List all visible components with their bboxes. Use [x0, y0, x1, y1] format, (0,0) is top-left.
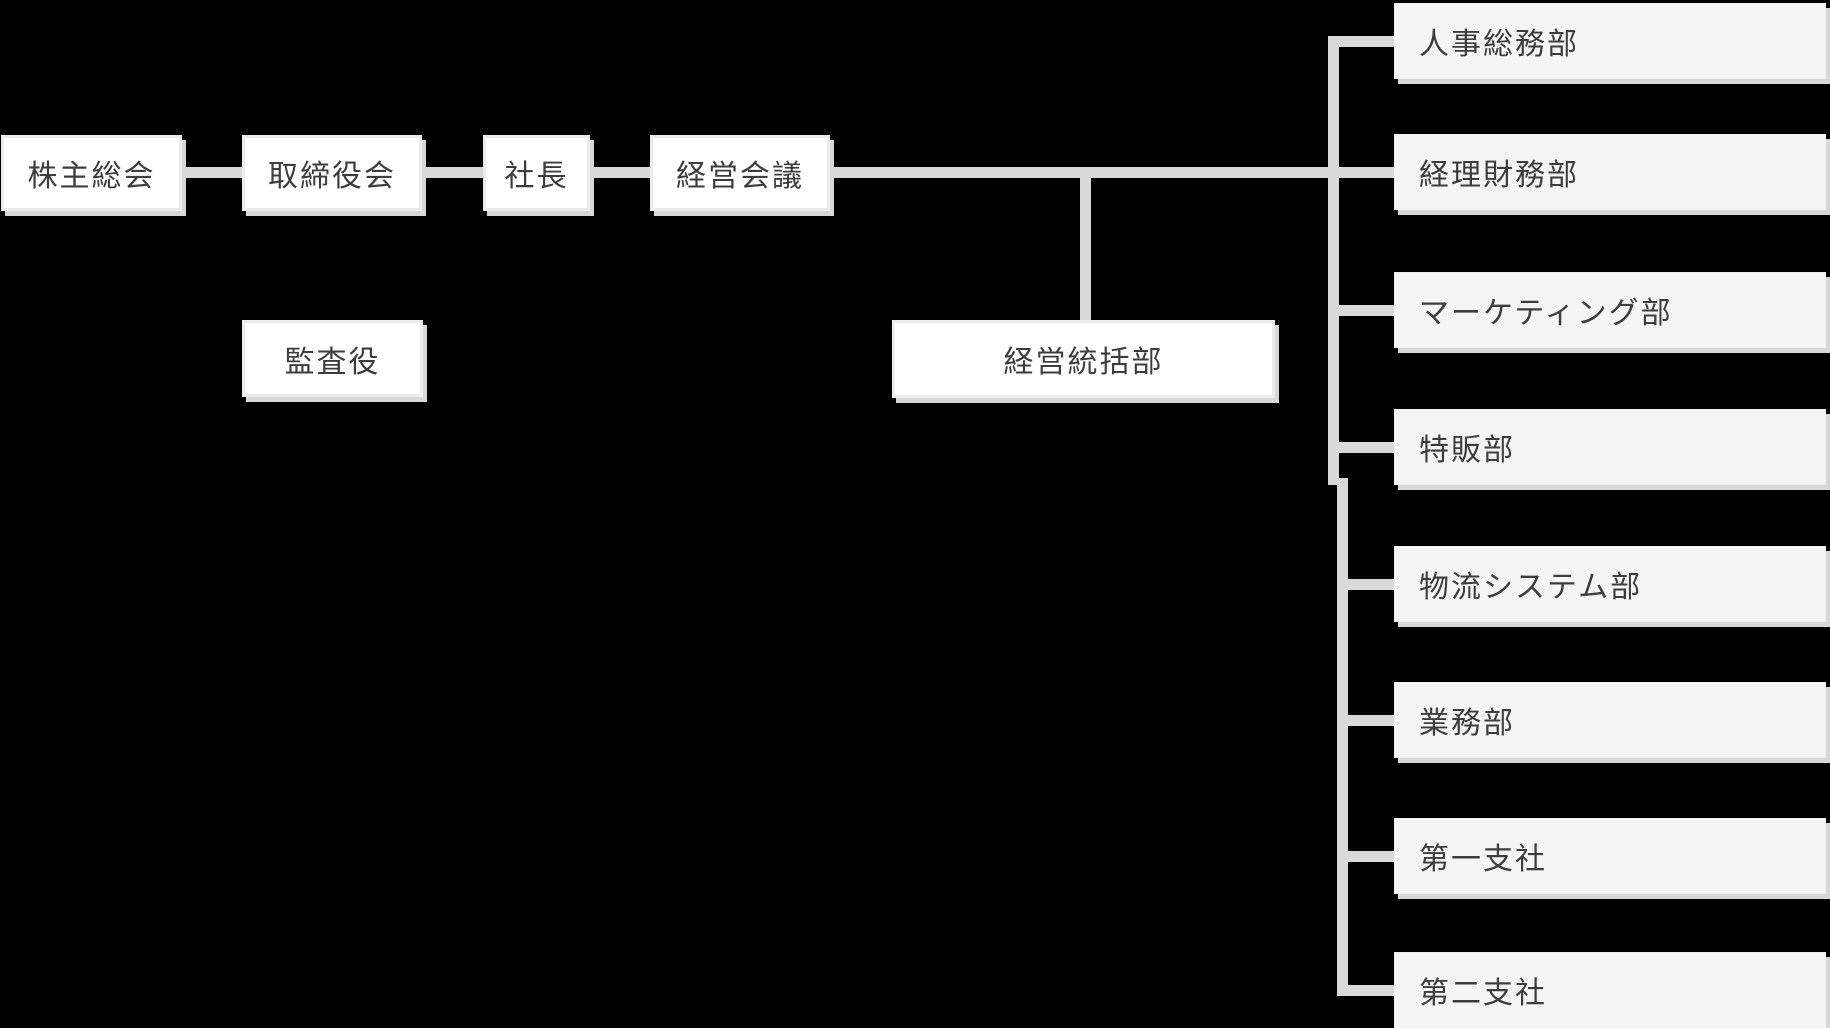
connector-stub-tokuhan: [1334, 442, 1394, 453]
connector-stub-marketing: [1334, 305, 1394, 316]
node-dept-special-sales: 特販部: [1394, 409, 1826, 485]
connector-stub-daini: [1343, 985, 1394, 996]
node-dept-marketing: マーケティング部: [1394, 272, 1826, 348]
node-dept-second-branch: 第二支社: [1394, 952, 1826, 1028]
connector-stub-jinji: [1328, 36, 1394, 47]
node-president: 社長: [483, 135, 590, 211]
connector-trunk-lower: [1337, 478, 1348, 996]
node-management-control-dept: 経営統括部: [892, 320, 1275, 398]
node-shareholders-meeting: 株主総会: [1, 135, 182, 211]
node-auditor: 監査役: [242, 320, 423, 397]
node-dept-accounting-finance: 経理財務部: [1394, 134, 1826, 210]
node-dept-operations: 業務部: [1394, 682, 1826, 758]
connector-stub-butsuryu: [1343, 579, 1394, 590]
connector-stub-gyomu: [1343, 715, 1394, 726]
node-dept-first-branch: 第一支社: [1394, 818, 1826, 894]
node-board-of-directors: 取締役会: [242, 135, 422, 211]
connector-trunk-upper: [1328, 36, 1339, 485]
node-dept-hr-general-affairs: 人事総務部: [1394, 3, 1826, 79]
connector-stub-daiichi: [1343, 851, 1394, 862]
node-management-council: 経営会議: [650, 135, 830, 211]
node-dept-logistics-systems: 物流システム部: [1394, 546, 1826, 622]
connector-drop-management-control: [1080, 172, 1091, 320]
